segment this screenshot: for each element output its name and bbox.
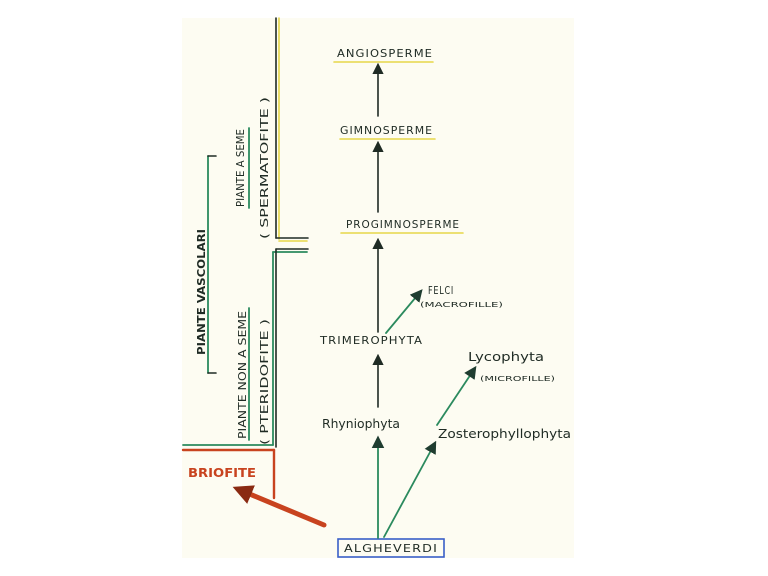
group-label-piante-a-seme: PIANTE A SEME [234, 129, 247, 207]
group-label-piante-non-a-seme: PIANTE NON A SEME [236, 311, 249, 439]
node-felci: FELCI [428, 284, 454, 297]
node-angiosperme: ANGIOSPERME [337, 47, 433, 60]
node-briofite: BRIOFITE [188, 466, 256, 480]
arrow-alghe-to-zosterophyllophyta [383, 440, 437, 538]
node-lycophyta-note: (MICROFILLE) [480, 375, 555, 383]
alghe-verdi-box [337, 538, 445, 558]
node-lycophyta: Lycophyta [468, 350, 544, 364]
group-label-spermatofite: ( SPERMATOFITE ) [258, 97, 271, 239]
arrow-trimerophyta-to-felci [385, 289, 423, 334]
node-alghe-verdi: ALGHEVERDI [344, 542, 438, 555]
node-gimnosperme: GIMNOSPERME [340, 124, 433, 137]
node-felci-note: (MACROFILLE) [420, 301, 503, 309]
group-label-piante-vascolari: PIANTE VASCOLARI [195, 229, 208, 355]
arrow-alghe-to-briofite [232, 485, 327, 528]
group-label-pteridofite: ( PTERIDOFITE ) [258, 319, 271, 445]
arrow-zosterophyllophyta-to-lycophyta [436, 365, 477, 426]
node-trimerophyta: TRIMEROPHYTA [319, 334, 423, 347]
node-progimnosperme: PROGIMNOSPERME [346, 218, 460, 231]
node-rhyniophyta: Rhyniophyta [322, 417, 400, 431]
node-zosterophyllophyta: Zosterophyllophyta [438, 427, 571, 441]
